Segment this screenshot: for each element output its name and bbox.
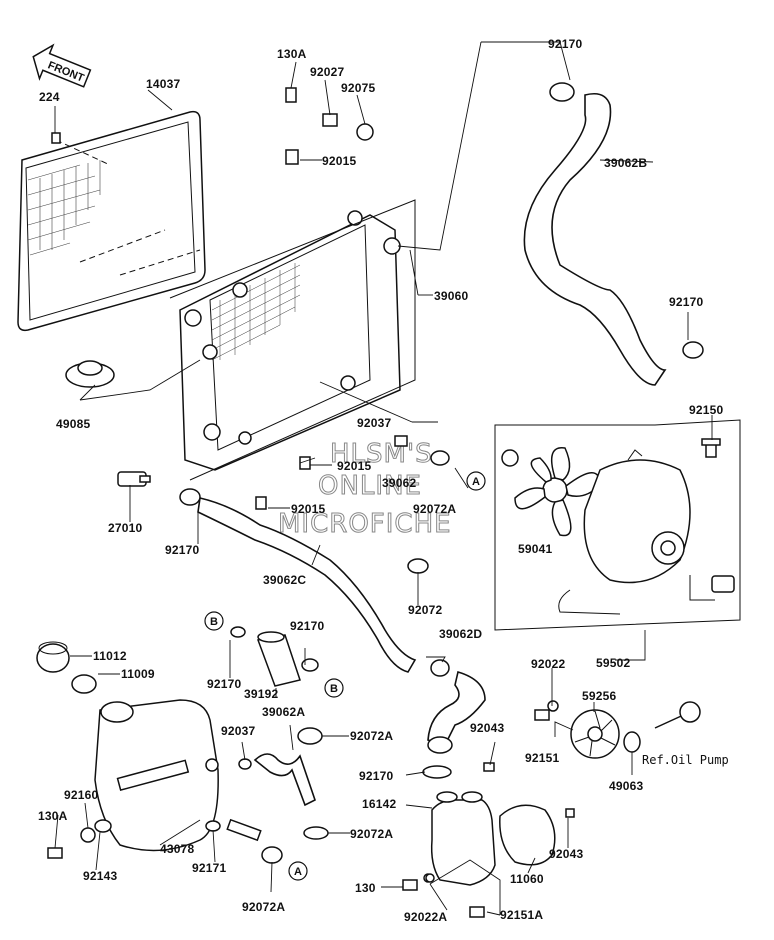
part-label: 92170: [207, 677, 241, 691]
hose-92171: [226, 818, 262, 842]
radiator-screen: [17, 110, 206, 332]
watermark-line-3: MICROFICHE: [278, 509, 452, 539]
part-label: 92072A: [242, 900, 285, 914]
part-label: 130A: [38, 809, 68, 823]
part-label: 92170: [165, 543, 199, 557]
part-label: 92022A: [404, 910, 447, 924]
marker-a-1: [466, 471, 486, 491]
marker-b-1: [204, 611, 224, 631]
part-label: 92151A: [500, 908, 543, 922]
part-labels: 224 14037 130A 92027 92075 92015 92170 3…: [38, 37, 729, 924]
hose-39062c: [179, 488, 417, 673]
part-label: 49085: [56, 417, 90, 431]
part-label: 92015: [322, 154, 356, 168]
part-label: 92072A: [350, 729, 393, 743]
part-label: 11009: [121, 667, 155, 681]
marker-b-2-label: B: [330, 683, 338, 695]
bolt-92150: [701, 438, 721, 458]
ref-oil-pump-note: Ref.Oil Pump: [642, 753, 729, 767]
hose-39062d: [427, 659, 486, 754]
part-label: 130: [355, 881, 376, 895]
part-label: 39062B: [604, 156, 647, 170]
part-label: 92015: [291, 502, 325, 516]
fan-switch: [117, 471, 151, 487]
watermark-line-1: HLSM'S: [330, 439, 433, 469]
part-label: 92037: [221, 724, 255, 738]
hose-39062a: [253, 753, 316, 807]
part-label: 92160: [64, 788, 98, 802]
water-pump-housing: [423, 791, 496, 886]
part-label: 92072A: [350, 827, 393, 841]
part-label: 59502: [596, 656, 630, 670]
part-label: 92027: [310, 65, 344, 79]
part-label: 92170: [290, 619, 324, 633]
reservoir-cap: [36, 641, 70, 673]
reference-markers: A A B B: [204, 471, 486, 881]
part-label: 92022: [531, 657, 565, 671]
reservoir-seal: [71, 674, 97, 694]
part-label: 92170: [548, 37, 582, 51]
part-label: 27010: [108, 521, 142, 535]
part-label: 39062C: [263, 573, 306, 587]
radiator: [179, 210, 401, 471]
part-label: 39060: [434, 289, 468, 303]
part-label: 92151: [525, 751, 559, 765]
pump-cover: [499, 804, 556, 866]
part-label: 92143: [83, 869, 117, 883]
bolts: [47, 87, 575, 918]
leader-lines: [54, 41, 713, 916]
part-label: 92170: [359, 769, 393, 783]
fan-blade: [514, 447, 601, 537]
radiator-cap: [65, 360, 115, 388]
part-label: 92171: [192, 861, 226, 875]
seal-49063: [623, 731, 641, 753]
fan-motor-shroud: [558, 449, 735, 615]
marker-b-2: [324, 678, 344, 698]
impeller: [570, 709, 620, 759]
part-label: 92150: [689, 403, 723, 417]
part-label: 39062A: [262, 705, 305, 719]
pipe-39192: [256, 631, 301, 687]
watermark-line-2: ONLINE: [318, 471, 422, 501]
part-label: 59041: [518, 542, 552, 556]
part-label: 92037: [357, 416, 391, 430]
part-label: 39062D: [439, 627, 482, 641]
part-label: 92072A: [413, 502, 456, 516]
part-label: 49063: [609, 779, 643, 793]
part-label: 59256: [582, 689, 616, 703]
part-label: 16142: [362, 797, 396, 811]
part-label: 92043: [549, 847, 583, 861]
hose-39062b: [523, 82, 704, 386]
part-label: 39192: [244, 687, 278, 701]
oil-pump-shaft: [654, 701, 701, 729]
part-label: 11012: [93, 649, 127, 663]
marker-b-1-label: B: [210, 616, 218, 628]
front-arrow-icon: FRONT: [32, 43, 92, 88]
part-label: 224: [39, 90, 60, 104]
part-label: 39062: [382, 476, 416, 490]
part-label: 92170: [669, 295, 703, 309]
part-label: 11060: [510, 872, 544, 886]
part-label: 92015: [337, 459, 371, 473]
marker-a-1-label: A: [472, 476, 480, 488]
part-label: 92072: [408, 603, 442, 617]
part-label: 14037: [146, 77, 180, 91]
watermark: HLSM'S ONLINE MICROFICHE: [278, 439, 452, 540]
fan-assembly: [494, 419, 741, 631]
part-label: 130A: [277, 47, 307, 61]
reservoir-tank: [94, 699, 219, 852]
part-label: 92043: [470, 721, 504, 735]
part-label: 92075: [341, 81, 375, 95]
part-label: 43078: [160, 842, 194, 856]
marker-a-2-label: A: [294, 866, 302, 878]
marker-a-2: [288, 861, 308, 881]
